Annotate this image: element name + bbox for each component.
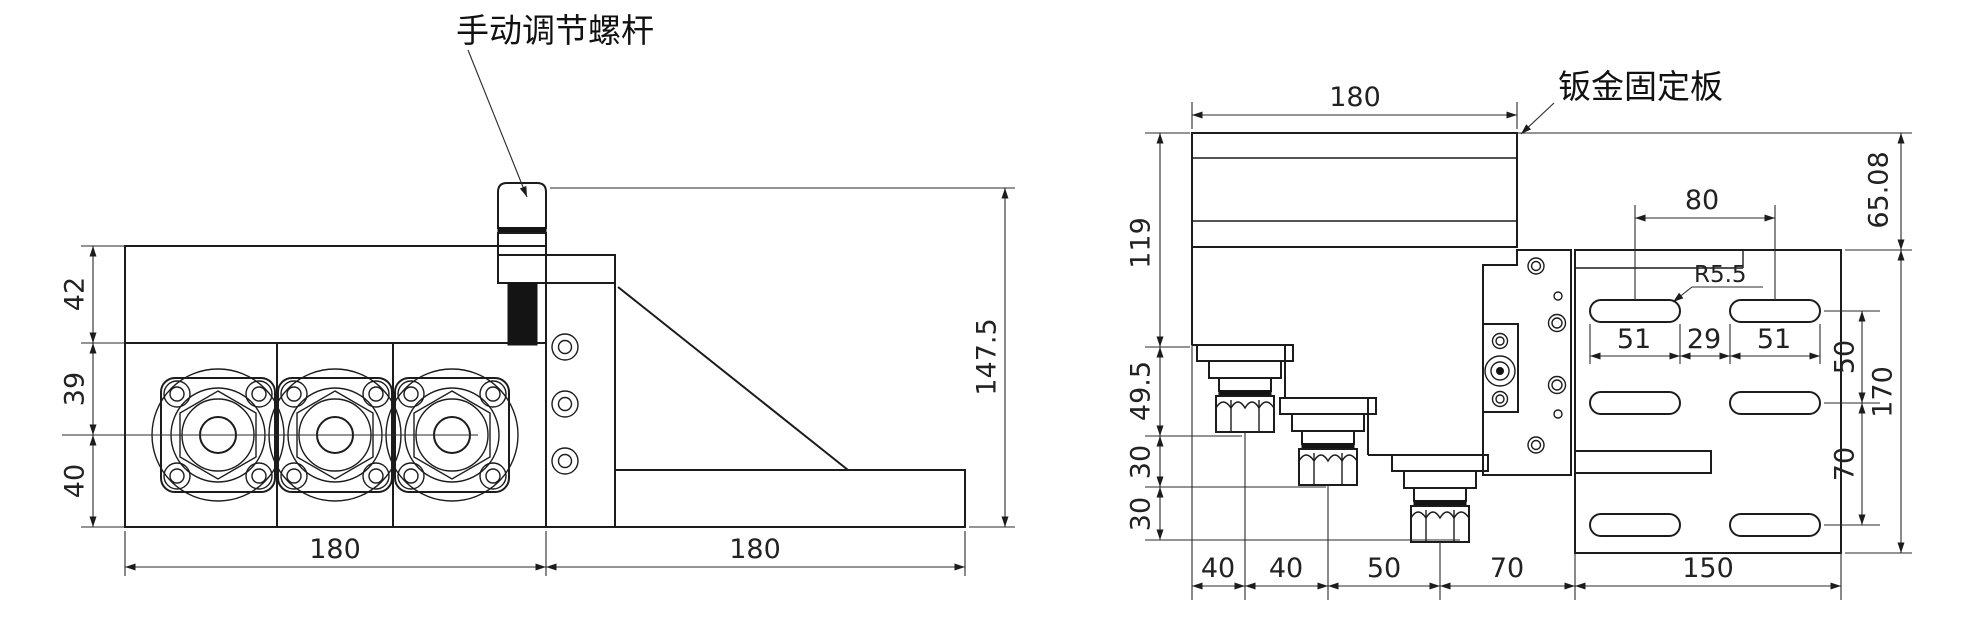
slot-r3-right (1729, 513, 1821, 537)
screw-callout-leader (467, 49, 528, 198)
adjusting-screw (497, 182, 616, 346)
screw-flange-plate (497, 254, 616, 284)
dim-51a-label: 51 (1617, 324, 1651, 355)
dim-50r-label: 50 (1830, 340, 1861, 374)
dim-49-5-label: 49.5 (1126, 361, 1157, 421)
stepped-profile (1191, 247, 1483, 456)
roller-stack-1 (1196, 344, 1294, 433)
screw-callout: 手动调节螺杆 (456, 11, 654, 198)
right-bottom-dimensions: 40 40 50 70 150 (1191, 345, 1842, 600)
pin-housing (1482, 323, 1519, 413)
left-view: 42 39 40 180 180 147.5 手动调节螺杆 (60, 11, 1015, 576)
dim-40-label: 40 (60, 464, 91, 498)
dim-150-label: 150 (1682, 553, 1734, 584)
plate-callout: 钣金固定板 (1520, 67, 1723, 135)
dim-39-label: 39 (60, 372, 91, 406)
dim-147-5-label: 147.5 (972, 318, 1003, 395)
dim-70r-label: 70 (1830, 447, 1861, 481)
gusset-hypotenuse (617, 286, 849, 471)
dim-180-left-label: 180 (309, 534, 361, 565)
dim-180-right-label: 180 (729, 534, 781, 565)
sheet-metal-plate (1574, 249, 1842, 554)
dim-40b-label: 40 (1269, 553, 1303, 584)
left-total-height-dimension: 147.5 (550, 187, 1015, 528)
right-view: 180 119 49.5 30 30 (1126, 67, 1912, 600)
slot-radius-leader (1672, 286, 1693, 303)
dim-65-08-label: 65.08 (1864, 151, 1895, 228)
left-width-dimensions: 180 180 (124, 531, 966, 576)
dim-42-label: 42 (60, 277, 91, 311)
dim-29-label: 29 (1687, 324, 1721, 355)
dim-51b-label: 51 (1757, 324, 1791, 355)
dim-170-label: 170 (1868, 366, 1899, 418)
dim-40a-label: 40 (1201, 553, 1235, 584)
plate-callout-leader (1520, 102, 1555, 135)
roller-stack-3 (1391, 454, 1489, 543)
screw-threaded-rod (507, 282, 538, 346)
slot-row-dimensions: 50 70 (1824, 310, 1880, 526)
right-step-dimensions: 119 49.5 30 30 (1126, 132, 1460, 541)
right-top-block (1191, 132, 1518, 248)
dim-50-label: 50 (1367, 553, 1401, 584)
dim-r5-5-label: R5.5 (1694, 262, 1747, 288)
slot-radius-callout: R5.5 (1672, 262, 1763, 303)
slot-r1-right (1729, 299, 1821, 323)
dim-r180-label: 180 (1329, 82, 1381, 113)
right-top-width-dimension: 180 (1191, 82, 1518, 129)
slot-length-dimensions: 51 29 51 (1589, 324, 1821, 364)
dim-80-label: 80 (1685, 185, 1719, 216)
mounting-bracket (1482, 249, 1572, 476)
slot-r3-left (1589, 513, 1681, 537)
plate-callout-label: 钣金固定板 (1558, 67, 1723, 106)
plate-tongue-slot (1574, 450, 1712, 474)
slot-span-dimension: 80 (1634, 185, 1776, 300)
slot-r2-right (1729, 391, 1821, 415)
plate-height-dimensions: 65.08 170 (1517, 132, 1912, 554)
dim-119-label: 119 (1126, 217, 1157, 269)
screw-callout-label: 手动调节螺杆 (456, 11, 654, 50)
left-view-vertical-plate (545, 282, 616, 528)
base-plate (614, 469, 966, 528)
dim-70-label: 70 (1490, 553, 1524, 584)
dim-30a-label: 30 (1126, 445, 1157, 479)
dim-30b-label: 30 (1126, 497, 1157, 531)
slot-r1-left (1589, 299, 1681, 323)
roller-stack-2 (1279, 397, 1377, 486)
left-height-dimensions: 42 39 40 (60, 245, 125, 528)
slot-r2-left (1589, 391, 1681, 415)
